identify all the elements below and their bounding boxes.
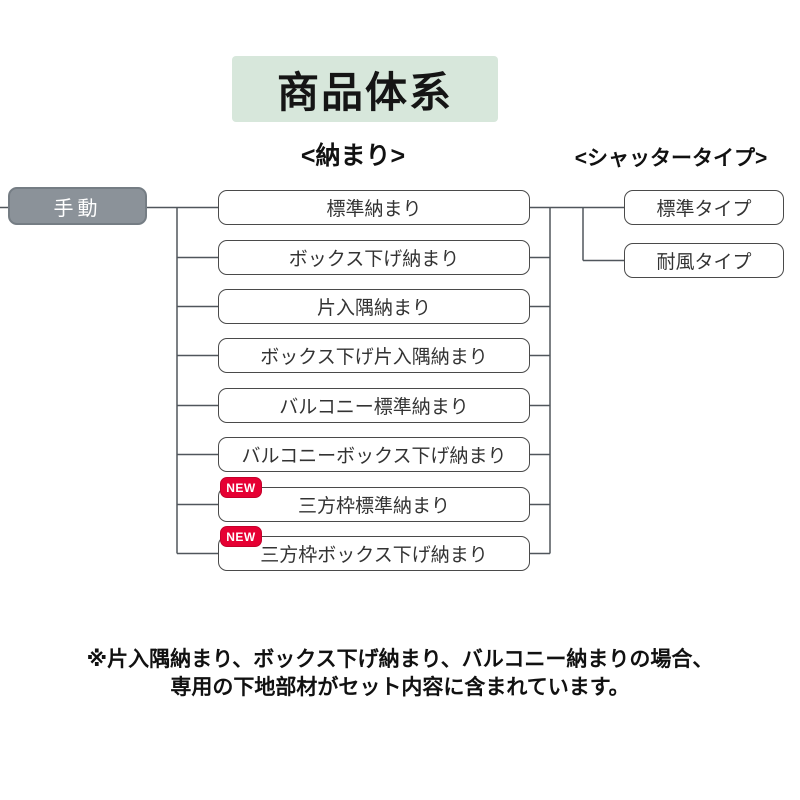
footnote: ※片入隅納まり、ボックス下げ納まり、バルコニー納まりの場合、 専用の下地部材がセ… <box>50 646 750 702</box>
fitting-node-balcony-standard: バルコニー標準納まり <box>218 388 530 423</box>
footnote-line-2: 専用の下地部材がセット内容に含まれています。 <box>170 676 630 699</box>
fitting-node-single-corner: 片入隅納まり <box>218 289 530 324</box>
shutter-type-node-wind-resistant: 耐風タイプ <box>624 243 784 278</box>
new-badge: NEW <box>220 526 262 547</box>
fitting-node-box-lowered-single-corner: ボックス下げ片入隅納まり <box>218 338 530 373</box>
diagram-title: 商品体系 <box>232 56 498 122</box>
fitting-node-label: 三方枠標準納まり <box>297 496 450 517</box>
fitting-node-three-side-frame-standard: NEW 三方枠標準納まり <box>218 477 530 522</box>
new-badge: NEW <box>220 477 262 498</box>
fitting-node-standard: 標準納まり <box>218 190 530 225</box>
fitting-node-three-side-frame-box-lowered: NEW 三方枠ボックス下げ納まり <box>218 526 530 571</box>
fitting-node-balcony-box-lowered: バルコニーボックス下げ納まり <box>218 437 530 472</box>
manual-root-node: 手動 <box>8 187 147 225</box>
fitting-node-label: 三方枠ボックス下げ納まり <box>260 545 488 566</box>
shutter-type-column-header: <シャッタータイプ> <box>574 147 768 170</box>
fitting-column-header: <納まり> <box>300 142 406 170</box>
shutter-type-node-standard: 標準タイプ <box>624 190 784 225</box>
footnote-line-1: ※片入隅納まり、ボックス下げ納まり、バルコニー納まりの場合、 <box>86 648 714 671</box>
fitting-node-box-lowered: ボックス下げ納まり <box>218 240 530 275</box>
